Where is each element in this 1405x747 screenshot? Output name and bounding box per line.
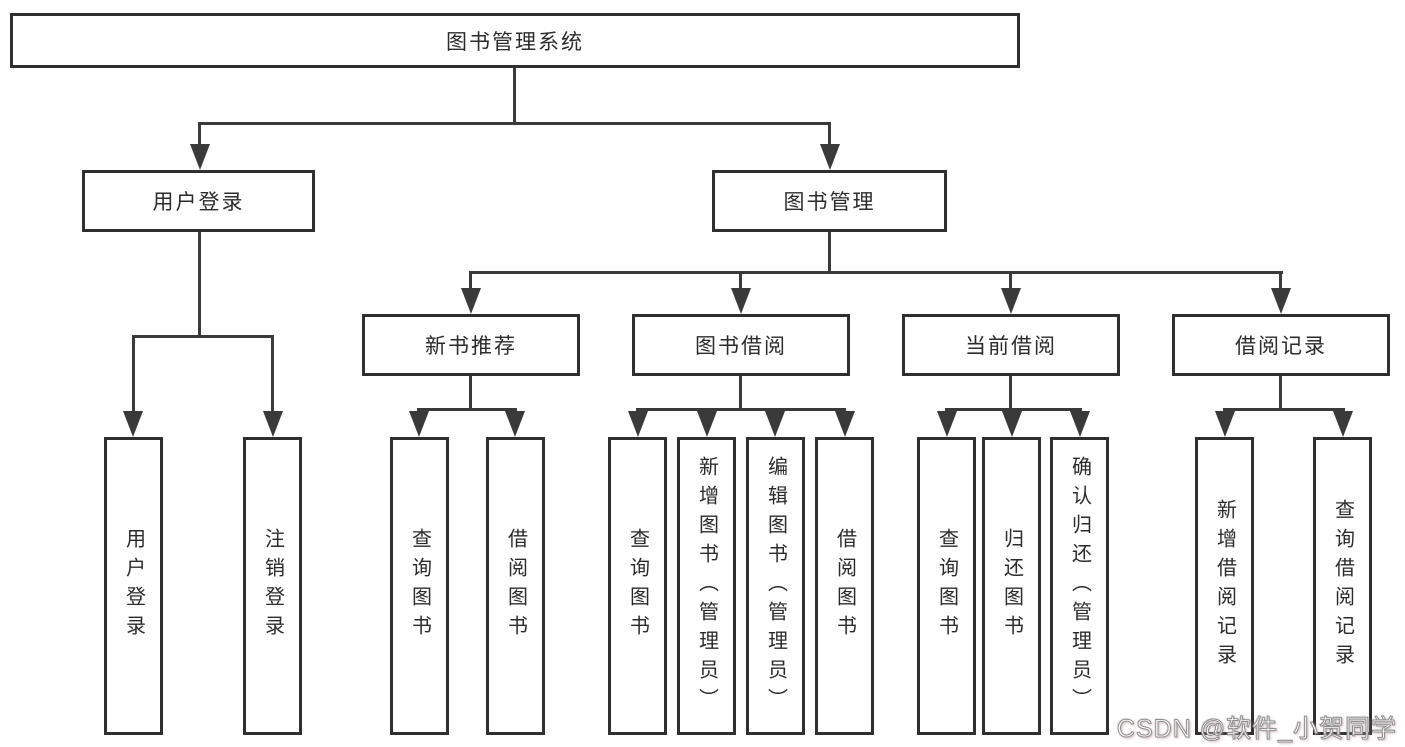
- leaf-label: 新增借阅记录: [1213, 499, 1236, 673]
- node-borrow-records: 借阅记录: [1172, 314, 1390, 376]
- csdn-watermark: CSDN @软件_小贺同学: [1116, 715, 1397, 744]
- connector-vline: [469, 271, 472, 291]
- leaf-label: 编辑图书（管理员）: [764, 455, 787, 717]
- leaf-return-books: 归还图书: [982, 437, 1041, 735]
- connector-hline: [946, 408, 1082, 411]
- arrow-down-icon: [628, 411, 648, 437]
- connector-vline: [828, 232, 831, 274]
- connector-vline: [513, 68, 516, 125]
- connector-vline: [739, 271, 742, 291]
- arrow-down-icon: [937, 411, 957, 437]
- connector-vline: [1279, 271, 1282, 291]
- arrow-down-icon: [731, 288, 751, 314]
- connector-vline: [1279, 376, 1282, 411]
- connector-vline: [198, 232, 201, 338]
- connector-hline: [637, 408, 846, 411]
- arrow-down-icon: [1002, 411, 1022, 437]
- node-new-book-recommend: 新书推荐: [362, 314, 580, 376]
- arrow-down-icon: [461, 288, 481, 314]
- leaf-query-books: 查询图书: [608, 437, 667, 735]
- node-label: 图书借阅: [695, 335, 787, 358]
- arrow-down-icon: [697, 411, 717, 437]
- leaf-label: 归还图书: [1000, 528, 1023, 644]
- connector-hline: [470, 271, 1283, 274]
- connector-vline: [198, 122, 201, 148]
- leaf-edit-book-admin: 编辑图书（管理员）: [746, 437, 805, 735]
- node-label: 借阅记录: [1235, 335, 1327, 358]
- leaf-label: 查询图书: [408, 528, 431, 644]
- node-user-login: 用户登录: [82, 170, 315, 232]
- node-root-label: 图书管理系统: [446, 30, 584, 54]
- leaf-borrow-books: 借阅图书: [815, 437, 874, 735]
- leaf-label: 注销登录: [261, 528, 284, 644]
- connector-hline: [418, 408, 517, 411]
- leaf-query-books: 查询图书: [390, 437, 449, 735]
- connector-vline: [469, 376, 472, 411]
- leaf-label: 新增图书（管理员）: [695, 455, 718, 717]
- node-label: 用户登录: [152, 191, 245, 214]
- arrow-down-icon: [835, 411, 855, 437]
- leaf-confirm-return-admin: 确认归还（管理员）: [1050, 437, 1109, 735]
- leaf-label: 借阅图书: [833, 528, 856, 644]
- node-root: 图书管理系统: [10, 13, 1020, 68]
- arrow-down-icon: [505, 411, 525, 437]
- leaf-add-borrow-record: 新增借阅记录: [1195, 437, 1254, 735]
- leaf-label: 查询图书: [935, 528, 958, 644]
- leaf-borrow-books: 借阅图书: [486, 437, 545, 735]
- arrow-down-icon: [123, 411, 143, 437]
- arrow-down-icon: [820, 144, 840, 170]
- arrow-down-icon: [1333, 411, 1353, 437]
- connector-vline: [828, 122, 831, 148]
- connector-hline: [132, 335, 274, 338]
- node-label: 新书推荐: [425, 335, 517, 358]
- arrow-down-icon: [263, 411, 283, 437]
- leaf-label: 查询图书: [626, 528, 649, 644]
- arrow-down-icon: [1271, 288, 1291, 314]
- connector-vline: [1009, 376, 1012, 411]
- node-label: 当前借阅: [965, 335, 1057, 358]
- connector-vline: [132, 335, 135, 415]
- arrow-down-icon: [1070, 411, 1090, 437]
- arrow-down-icon: [1215, 411, 1235, 437]
- arrow-down-icon: [1001, 288, 1021, 314]
- leaf-label: 确认归还（管理员）: [1068, 455, 1091, 717]
- arrow-down-icon: [409, 411, 429, 437]
- connector-hline: [199, 122, 831, 125]
- leaf-label: 借阅图书: [504, 528, 527, 644]
- arrow-down-icon: [190, 144, 210, 170]
- connector-vline: [271, 335, 274, 415]
- connector-hline: [1224, 408, 1345, 411]
- leaf-add-book-admin: 新增图书（管理员）: [677, 437, 736, 735]
- arrow-down-icon: [765, 411, 785, 437]
- connector-vline: [739, 376, 742, 411]
- connector-vline: [1009, 271, 1012, 291]
- node-book-borrow: 图书借阅: [632, 314, 850, 376]
- leaf-user-login: 用户登录: [104, 437, 163, 735]
- node-book-management: 图书管理: [712, 170, 947, 232]
- node-current-borrow: 当前借阅: [902, 314, 1120, 376]
- node-label: 图书管理: [783, 191, 876, 214]
- leaf-query-books: 查询图书: [917, 437, 976, 735]
- leaf-query-borrow-record: 查询借阅记录: [1313, 437, 1372, 735]
- leaf-logout: 注销登录: [243, 437, 302, 735]
- leaf-label: 查询借阅记录: [1331, 499, 1354, 673]
- leaf-label: 用户登录: [122, 528, 145, 644]
